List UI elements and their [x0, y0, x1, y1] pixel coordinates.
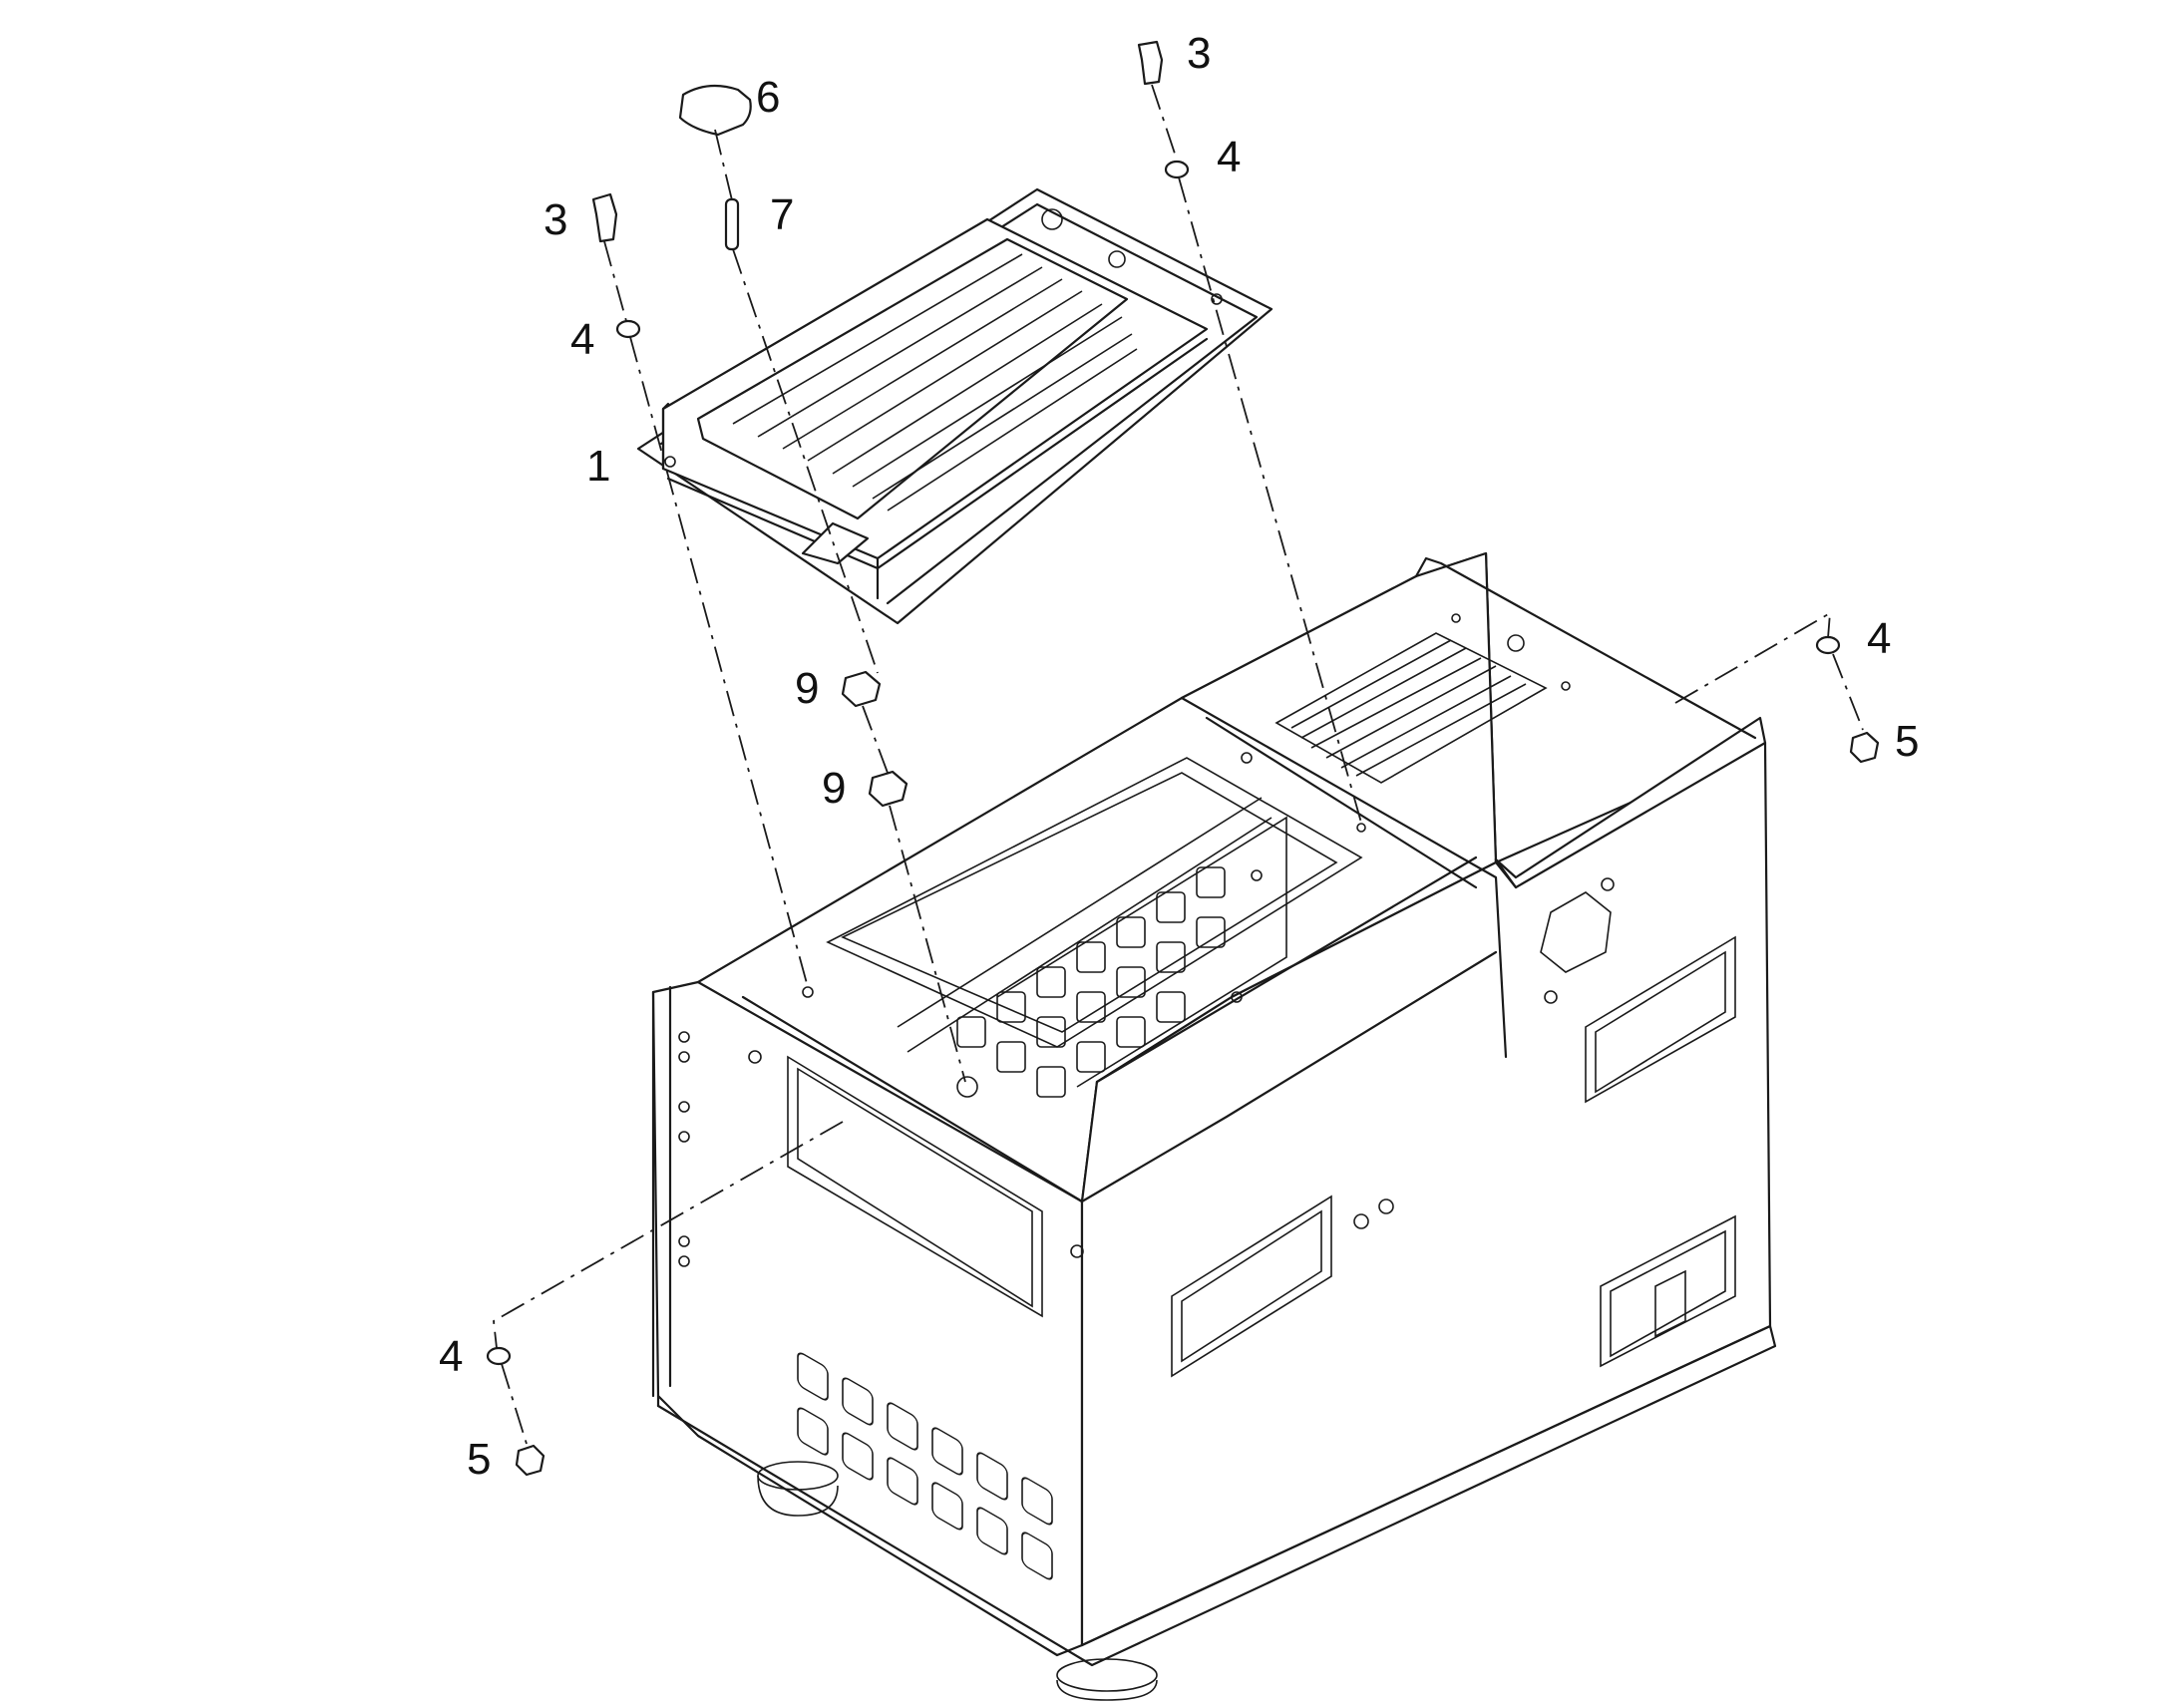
- callout-4-right: 4: [1867, 614, 1891, 663]
- nut-5-right: [1849, 731, 1880, 764]
- bolt-3-left: [591, 192, 618, 243]
- callout-9-upper: 9: [795, 664, 819, 713]
- callout-3-top: 3: [1187, 29, 1211, 78]
- callout-4-top: 4: [1217, 133, 1241, 181]
- callout-labels: 1 3 3 4 4 4 4 5 5 6 7 9 9: [439, 29, 1919, 1484]
- callout-6: 6: [756, 73, 780, 122]
- cover-assembly: [636, 187, 1273, 625]
- nut-9-upper: [841, 670, 882, 708]
- nut-5-bottom: [515, 1444, 545, 1477]
- assembly-leader-lines: [493, 84, 1864, 1445]
- knob-6: [678, 84, 752, 137]
- callout-5-right: 5: [1895, 717, 1919, 766]
- callout-1: 1: [586, 442, 610, 491]
- callout-7: 7: [770, 190, 794, 239]
- callout-4-left: 4: [570, 315, 594, 364]
- nut-9-lower: [868, 770, 908, 808]
- callout-3-left: 3: [544, 195, 567, 244]
- bolt-3-top: [1137, 40, 1164, 86]
- callout-9-lower: 9: [822, 764, 846, 813]
- enclosure-housing: [651, 551, 1777, 1701]
- callout-4-bottom: 4: [439, 1332, 463, 1381]
- washer-4-bottom: [486, 1346, 512, 1366]
- hardware-parts: [486, 40, 1880, 1477]
- pin-7: [724, 197, 740, 251]
- washer-4-right: [1815, 635, 1841, 655]
- washer-4-left: [615, 319, 641, 339]
- washer-4-top: [1164, 160, 1190, 179]
- callout-5-bottom: 5: [467, 1435, 491, 1484]
